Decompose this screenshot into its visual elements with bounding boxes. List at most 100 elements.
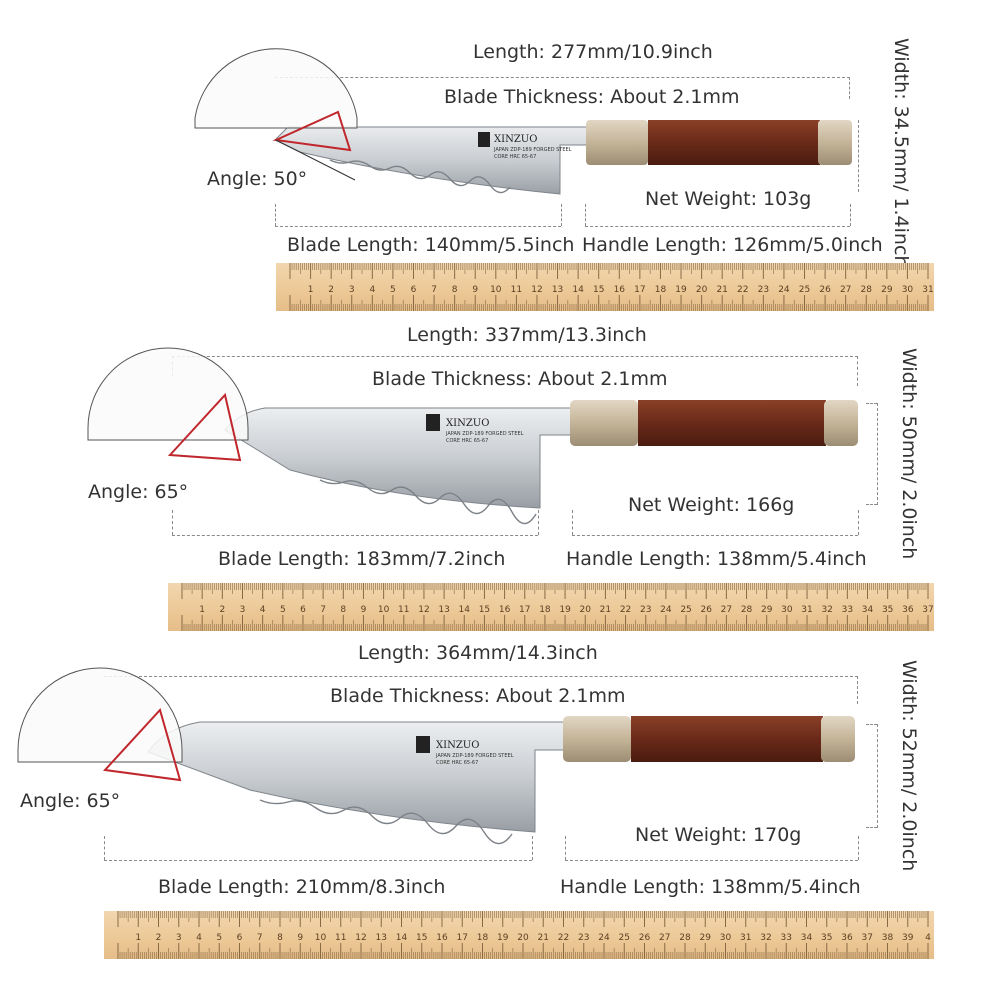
blade	[274, 126, 589, 195]
width-dashline	[858, 120, 859, 192]
ruler-number: 36	[841, 933, 853, 943]
ruler-number: 24	[660, 605, 672, 615]
ruler-number: 37	[862, 933, 873, 943]
ruler-number: 38	[882, 933, 894, 943]
ruler-number: 34	[862, 605, 874, 615]
ruler-number: 6	[237, 933, 243, 943]
knife-illustration: XINZUO JAPAN ZDP-189 FORGED STEEL CORE H…	[17, 667, 855, 845]
steel-text-2: CORE HRC 65-67	[446, 438, 488, 444]
length-label: Length: 364mm/14.3inch	[358, 642, 598, 664]
ruler-number: 30	[720, 933, 732, 943]
handle-length-dash-r	[858, 836, 859, 860]
ruler-number: 12	[355, 933, 366, 943]
ruler-number: 23	[758, 285, 769, 295]
protractor	[87, 347, 249, 462]
ruler-number: 9	[472, 285, 478, 295]
ruler-number: 14	[459, 605, 471, 615]
ruler-number: 4	[196, 933, 202, 943]
ruler-number: 19	[559, 605, 571, 615]
handle-length-dashline	[572, 535, 858, 536]
length-dashline-end	[849, 77, 850, 99]
ruler-number: 31	[922, 285, 933, 295]
ruler-number: 12	[531, 285, 542, 295]
length-label: Length: 337mm/13.3inch	[407, 324, 647, 346]
knife-illustration: XINZUO JAPAN ZDP-189 FORGED STEEL CORE H…	[194, 48, 852, 195]
ruler-number: 28	[741, 605, 753, 615]
blade-length-dash-l	[275, 204, 276, 226]
blade-thickness-label: Blade Thickness: About 2.1mm	[372, 368, 668, 390]
steel-text: JAPAN ZDP-189 FORGED STEEL	[445, 431, 524, 437]
ruler-number: 24	[778, 285, 790, 295]
damascus-pattern	[259, 799, 513, 845]
ruler-number: 14	[572, 285, 584, 295]
ruler-number: 23	[578, 933, 589, 943]
handle-length-dash-r	[850, 204, 851, 226]
ruler-number: 32	[760, 933, 771, 943]
ruler-number: 18	[655, 285, 667, 295]
blade	[147, 721, 571, 833]
angle-label: Angle: 65°	[88, 481, 189, 503]
ruler-number: 11	[511, 285, 522, 295]
ruler-number: 9	[297, 933, 303, 943]
ruler-number: 9	[361, 605, 367, 615]
ruler-number: 10	[378, 605, 390, 615]
ruler-number: 25	[799, 285, 810, 295]
handle-end-cap	[818, 120, 852, 165]
ruler-number: 31	[801, 605, 812, 615]
ruler-number: 3	[240, 605, 246, 615]
ruler-number: 27	[721, 605, 732, 615]
ruler-number: 8	[277, 933, 283, 943]
handle-length-dash-l	[585, 204, 586, 226]
ruler-number: 32	[821, 605, 832, 615]
ruler-number: 4	[369, 285, 375, 295]
width-dash-top	[866, 724, 877, 725]
net-weight-label: Net Weight: 170g	[635, 824, 802, 846]
handle-length-dash-r	[858, 510, 859, 535]
handle-length-label: Handle Length: 126mm/5.0inch	[582, 234, 883, 256]
ruler-number: 26	[819, 285, 831, 295]
brand-text: XINZUO	[494, 134, 537, 145]
ruler-number: 17	[519, 605, 530, 615]
ruler-number: 1	[308, 285, 314, 295]
handle-wood	[631, 716, 823, 762]
ruler-number: 35	[821, 933, 832, 943]
ruler-number: 8	[340, 605, 346, 615]
blade-length-dashline	[275, 226, 561, 227]
blade-length-dash-r	[532, 836, 533, 860]
blade-length-dashline	[104, 860, 532, 861]
ruler-number: 35	[882, 605, 893, 615]
blade-length-dash-l	[172, 510, 173, 535]
ruler-number: 37	[922, 605, 933, 615]
handle-length-label: Handle Length: 138mm/5.4inch	[566, 548, 867, 570]
steel-text: JAPAN ZDP-189 FORGED STEEL	[435, 753, 514, 759]
brand-logo	[416, 736, 430, 753]
ruler-number: 20	[696, 285, 708, 295]
knife-illustration: XINZUO JAPAN ZDP-189 FORGED STEEL CORE H…	[87, 347, 858, 525]
bolster	[570, 400, 638, 446]
handle-length-dashline	[565, 860, 858, 861]
ruler-number: 19	[675, 285, 687, 295]
ruler-number: 5	[280, 605, 286, 615]
ruler-number: 19	[497, 933, 509, 943]
ruler-number: 13	[438, 605, 449, 615]
ruler-number: 27	[659, 933, 670, 943]
ruler-number: 7	[257, 933, 263, 943]
ruler-number: 5	[390, 285, 396, 295]
ruler-number: 4	[260, 605, 266, 615]
ruler-number: 6	[411, 285, 417, 295]
length-dashline-end	[857, 356, 858, 386]
blade-length-label: Blade Length: 140mm/5.5inch	[287, 234, 575, 256]
ruler-number: 16	[499, 605, 511, 615]
net-weight-label: Net Weight: 166g	[628, 494, 795, 516]
width-dash-bottom	[866, 504, 877, 505]
angle-label: Angle: 65°	[20, 790, 121, 812]
length-dashline-end	[857, 676, 858, 704]
brand-logo	[478, 132, 490, 147]
steel-text-2: CORE HRC 65-67	[436, 760, 478, 766]
ruler-number: 33	[842, 605, 853, 615]
steel-text: JAPAN ZDP-189 FORGED STEEL	[493, 147, 572, 153]
